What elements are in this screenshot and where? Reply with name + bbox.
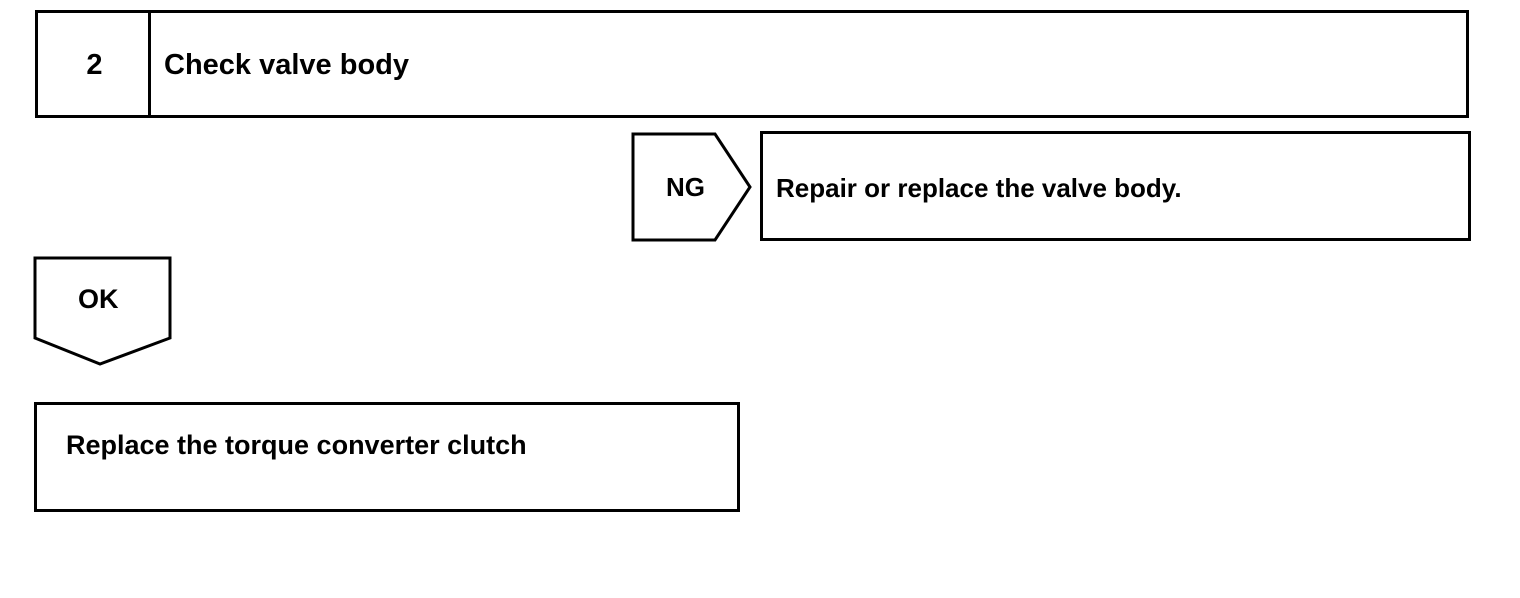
step-number-cell (38, 13, 151, 115)
ng-result-box: Repair or replace the valve body. (760, 131, 1471, 241)
step-title: Check valve body (164, 49, 409, 81)
step-number: 2 (86, 49, 103, 81)
ng-label: NG (666, 172, 705, 202)
ok-arrow-tag (33, 256, 172, 366)
step-header: 2 Check valve body (35, 10, 1469, 118)
ok-label: OK (78, 284, 119, 314)
ng-arrow-tag (631, 132, 752, 242)
ng-result-text: Repair or replace the valve body. (776, 173, 1182, 203)
ok-result-box: Replace the torque converter clutch (34, 402, 740, 512)
ok-result-text: Replace the torque converter clutch (66, 430, 527, 460)
